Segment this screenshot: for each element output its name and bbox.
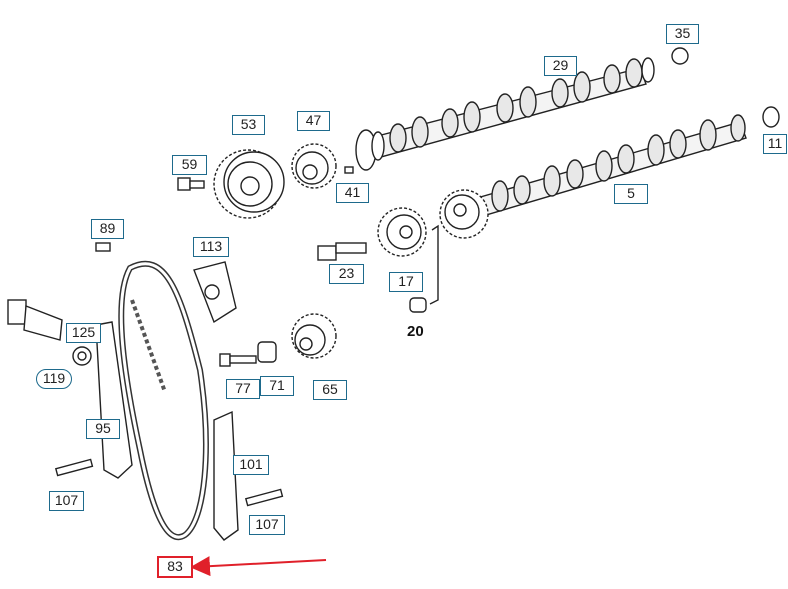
sprocket-47 [291, 143, 337, 189]
lower-camshaft [469, 114, 747, 219]
plug-35 [671, 47, 689, 65]
timing-chain-83 [118, 260, 209, 541]
callout-29[interactable]: 29 [544, 56, 577, 76]
callout-95[interactable]: 95 [86, 419, 120, 439]
sleeve-20 [409, 297, 427, 313]
tensioner-125 [7, 299, 63, 341]
callout-17[interactable]: 17 [389, 272, 423, 292]
lower-cam-sprocket [439, 189, 489, 239]
pin-107-left [54, 458, 94, 477]
callout-107-left[interactable]: 107 [49, 491, 84, 511]
pin-41 [344, 166, 354, 174]
callout-119[interactable]: 119 [36, 369, 72, 389]
callout-41[interactable]: 41 [336, 183, 369, 203]
callout-89[interactable]: 89 [91, 219, 124, 239]
sprocket-65 [291, 313, 337, 359]
bushing-71 [257, 341, 277, 363]
tensioner-113-hole [204, 284, 220, 300]
sprocket-53 [213, 149, 285, 219]
callout-59[interactable]: 59 [172, 155, 207, 175]
callout-11[interactable]: 11 [763, 134, 787, 154]
callout-101[interactable]: 101 [233, 455, 269, 475]
guide-rail-95 [95, 321, 133, 479]
sprocket-17 [377, 207, 427, 257]
bolt-77 [219, 353, 257, 367]
callout-5[interactable]: 5 [614, 184, 648, 204]
plug-11 [762, 106, 780, 128]
callout-23[interactable]: 23 [329, 264, 364, 284]
callout-65[interactable]: 65 [313, 380, 347, 400]
leader-20 [429, 224, 439, 305]
callout-47[interactable]: 47 [297, 111, 330, 131]
callout-125[interactable]: 125 [66, 323, 101, 343]
upper-camshaft [355, 57, 655, 171]
clip-89 [95, 242, 111, 252]
callout-53[interactable]: 53 [232, 115, 265, 135]
pin-107-right [244, 488, 284, 507]
guide-rail-101 [213, 410, 239, 541]
callout-71[interactable]: 71 [260, 376, 294, 396]
callout-107-right[interactable]: 107 [249, 515, 285, 535]
label-20[interactable]: 20 [407, 323, 424, 340]
bolt-59 [177, 177, 205, 191]
callout-35[interactable]: 35 [666, 24, 699, 44]
callout-77[interactable]: 77 [226, 379, 260, 399]
callout-83-highlighted[interactable]: 83 [157, 556, 193, 578]
bolt-23 [317, 242, 367, 261]
highlight-arrow [190, 556, 327, 577]
seal-119-inner [77, 351, 87, 361]
callout-113[interactable]: 113 [193, 237, 229, 257]
